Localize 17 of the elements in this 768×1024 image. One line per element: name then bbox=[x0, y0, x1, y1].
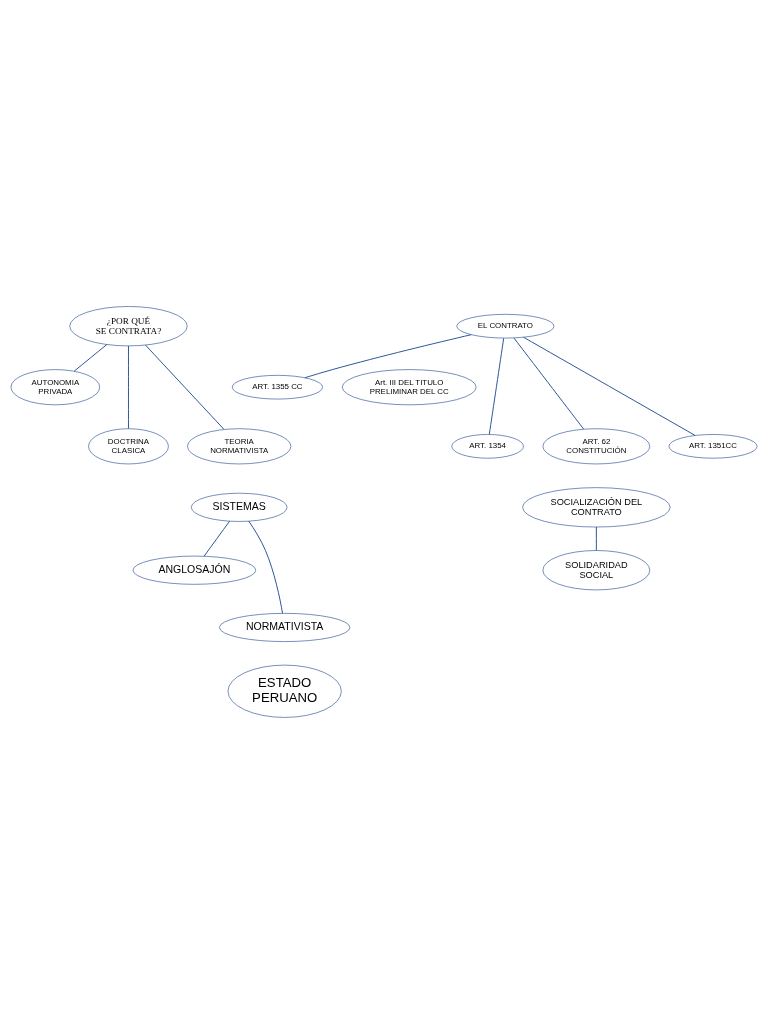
connector bbox=[595, 526, 597, 552]
node-ellipse: SOCIALIZACIÓN DEL CONTRATO bbox=[522, 487, 671, 528]
node-ellipse: NORMATIVISTA bbox=[219, 613, 351, 642]
connector bbox=[248, 520, 284, 614]
connector bbox=[488, 337, 505, 435]
node-ellipse: SOLIDARIDAD SOCIAL bbox=[542, 550, 651, 591]
connector bbox=[513, 337, 585, 430]
connector bbox=[304, 334, 472, 379]
connector bbox=[145, 344, 225, 430]
connector bbox=[203, 520, 231, 557]
connector bbox=[73, 343, 108, 372]
node-ellipse: ¿POR QUÉ SE CONTRATA? bbox=[69, 306, 188, 347]
connector bbox=[523, 336, 696, 436]
node-ellipse: ESTADO PERUANO bbox=[227, 664, 342, 718]
node-ellipse: SISTEMAS bbox=[190, 492, 288, 522]
connector bbox=[128, 345, 129, 430]
node-ellipse: ANGLOSAJÓN bbox=[132, 555, 257, 585]
